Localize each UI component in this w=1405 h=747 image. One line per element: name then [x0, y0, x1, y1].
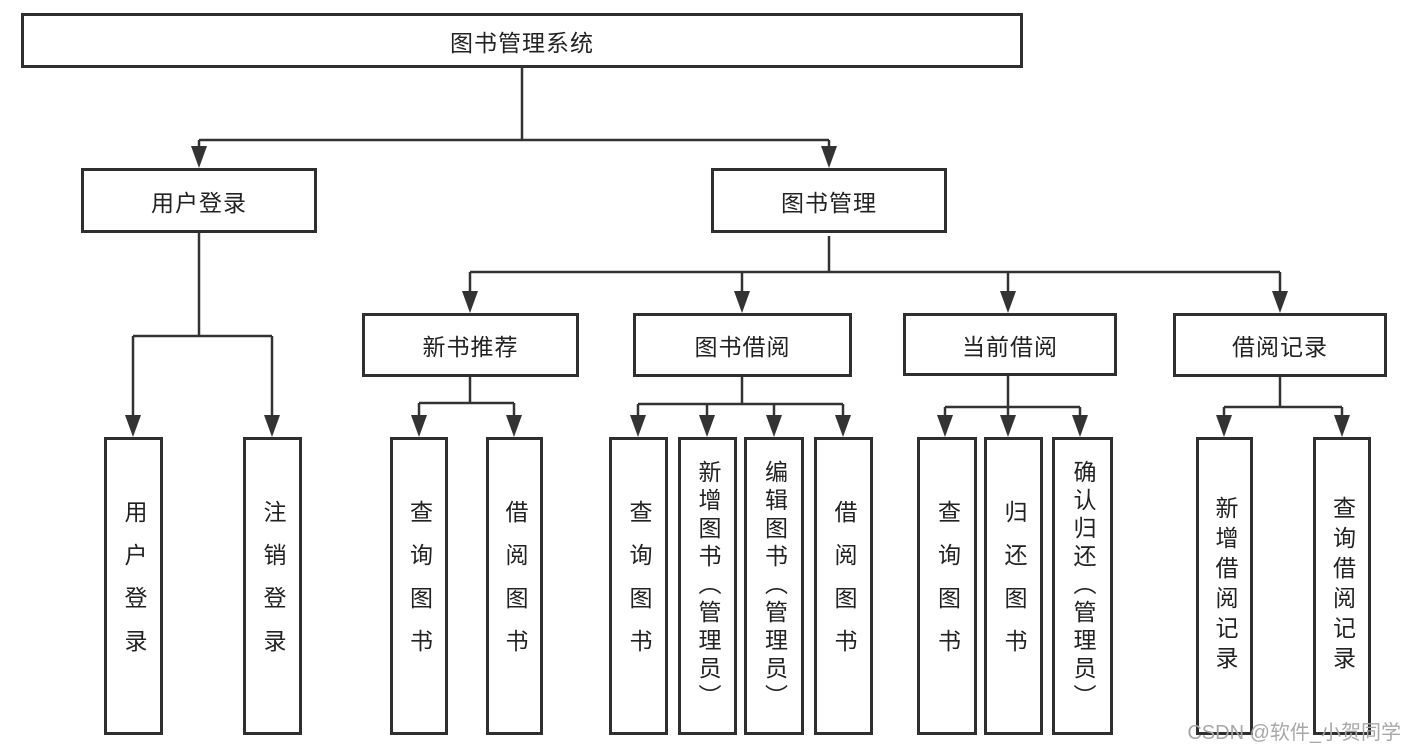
node-book-borrowing-label: 图书借阅 [694, 334, 791, 360]
arrowheads [125, 146, 1350, 437]
leaf-logout: 注销登录 [243, 437, 302, 735]
leaf-cb-confirm-return-admin: 确认归还（管理员） [1052, 437, 1113, 735]
leaf-cb-query-books-label: 查询图书 [934, 500, 961, 672]
node-user-login: 用户登录 [81, 168, 317, 233]
node-book-borrowing: 图书借阅 [633, 313, 852, 377]
node-book-management: 图书管理 [711, 168, 947, 233]
leaf-cb-confirm-return-admin-label: 确认归还（管理员） [1070, 460, 1096, 712]
node-borrowing-records-label: 借阅记录 [1232, 334, 1328, 360]
leaf-cb-return-books-label: 归还图书 [1001, 500, 1027, 672]
leaf-bb-edit-books-admin: 编辑图书（管理员） [744, 437, 804, 735]
csdn-watermark: CSDN @软件_小贺同学 [1187, 722, 1401, 744]
node-user-login-label: 用户登录 [151, 189, 247, 216]
leaf-br-add-record-label: 新增借阅记录 [1212, 496, 1238, 676]
leaf-bb-add-books-admin: 新增图书（管理员） [678, 437, 737, 735]
node-root-label: 图书管理系统 [450, 29, 594, 56]
leaf-nbr-borrow-books: 借阅图书 [486, 437, 543, 735]
leaf-bb-add-books-admin-label: 新增图书（管理员） [695, 460, 721, 712]
leaf-user-login-label: 用户登录 [121, 500, 147, 672]
node-new-book-recommendation-label: 新书推荐 [422, 334, 519, 360]
leaf-bb-borrow-books-label: 借阅图书 [831, 500, 857, 672]
leaf-logout-label: 注销登录 [260, 500, 286, 672]
leaf-bb-borrow-books: 借阅图书 [814, 437, 873, 735]
leaf-nbr-query-books: 查询图书 [390, 437, 448, 735]
leaf-bb-edit-books-admin-label: 编辑图书（管理员） [761, 460, 788, 712]
leaf-bb-query-books: 查询图书 [609, 437, 668, 735]
node-new-book-recommendation: 新书推荐 [362, 313, 579, 377]
leaf-nbr-query-books-label: 查询图书 [406, 500, 433, 672]
node-borrowing-records: 借阅记录 [1173, 313, 1387, 377]
node-current-borrowing-label: 当前借阅 [962, 333, 1058, 360]
leaf-nbr-borrow-books-label: 借阅图书 [502, 500, 528, 672]
leaf-user-login: 用户登录 [104, 437, 163, 735]
node-root: 图书管理系统 [21, 13, 1023, 68]
node-book-management-label: 图书管理 [781, 189, 877, 216]
leaf-br-add-record: 新增借阅记录 [1196, 437, 1253, 735]
leaf-cb-return-books: 归还图书 [984, 437, 1043, 735]
leaf-br-query-record-label: 查询借阅记录 [1329, 496, 1356, 676]
leaf-bb-query-books-label: 查询图书 [626, 500, 652, 672]
leaf-cb-query-books: 查询图书 [917, 437, 977, 735]
node-current-borrowing: 当前借阅 [903, 313, 1117, 376]
leaf-br-query-record: 查询借阅记录 [1313, 437, 1371, 735]
